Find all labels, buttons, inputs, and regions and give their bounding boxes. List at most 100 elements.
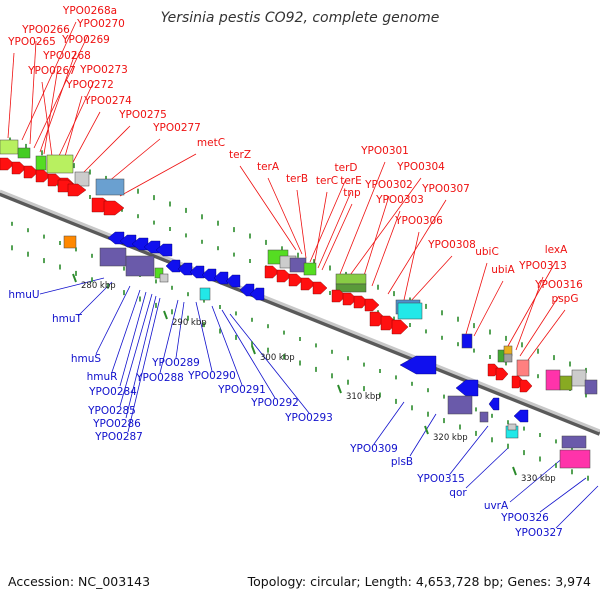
reverse-gene-label-leader [229,313,310,414]
reverse-gene-arrow [399,355,437,375]
forward-gene-label-leader [43,66,59,155]
scale-label: 300 kbp [260,353,295,363]
forward-gene-label: YPO0274 [83,95,132,107]
reverse-gene-label: YPO0284 [88,386,137,398]
gene-feature [516,359,530,377]
gene-feature [559,375,573,391]
forward-gene-label-leader [57,80,95,159]
reverse-gene-label: plsB [391,456,413,468]
forward-gene-label-leader [107,138,161,183]
reverse-gene-label: YPO0292 [250,397,299,409]
forward-gene-label-leader [361,195,390,283]
reverse-gene-label: hmuU [8,289,39,301]
reverse-gene-label: YPO0290 [187,370,236,382]
forward-gene-arrow [23,165,39,179]
reverse-gene-label-leader [95,285,131,355]
reverse-gene-label-leader [175,301,185,359]
reverse-gene-label-leader [119,293,153,407]
gene-feature [545,369,561,391]
scale-tick [72,273,77,283]
reverse-gene-label-leader [39,277,105,295]
forward-gene-label-leader [7,52,15,139]
forward-gene-label: ubiC [475,246,499,258]
scale-label: 320 kbp [433,433,468,443]
forward-gene-label: YPO0316 [534,279,583,291]
reverse-gene-label: YPO0315 [416,473,465,485]
reverse-gene-label: YPO0286 [92,418,141,430]
gene-feature [99,247,127,267]
gene-feature [447,395,473,415]
gene-feature [561,435,587,449]
forward-gene-label-leader [313,191,328,267]
reverse-gene-label: YPO0287 [94,431,143,443]
reverse-gene-arrow [513,409,529,423]
reverse-gene-label: hmuS [71,353,102,365]
forward-gene-label-leader [41,81,53,157]
reverse-gene-arrow [455,379,479,397]
forward-gene-label-leader [465,262,488,335]
reverse-gene-label-leader [539,477,587,513]
reverse-gene-label-leader [373,401,405,445]
reverse-gene-arrow [225,274,241,288]
reverse-gene-arrow [488,397,500,411]
reverse-gene-label-leader [119,291,147,387]
reverse-gene-arrow [155,243,173,257]
scale-label: 330 kbp [521,474,556,484]
forward-gene-arrow [0,157,15,171]
gene-feature [199,287,211,301]
forward-gene-arrow [11,161,27,175]
reverse-gene-label: YPO0291 [217,384,266,396]
forward-gene-label: YPO0302 [364,179,413,191]
gene-feature [159,273,169,283]
reverse-gene-label-leader [195,301,213,372]
gene-feature [479,411,489,423]
backbone-shadow [0,190,600,436]
reverse-gene-label: YPO0293 [284,412,333,424]
reverse-gene-label-leader [409,413,437,457]
forward-gene-label: YPO0270 [76,18,125,30]
gene-feature [125,255,155,277]
scale-label: 290 kbp [172,318,207,328]
forward-gene-label-leader [119,153,197,197]
gene-feature [17,147,31,159]
gene-feature [289,257,307,273]
forward-gene-label-leader [29,40,37,145]
forward-gene-label: terD [335,162,358,174]
gene-feature [584,379,598,395]
forward-gene-label-leader [309,178,347,263]
gene-feature [335,283,367,293]
gene-feature [503,353,513,363]
forward-gene-arrow [300,277,316,291]
forward-gene-label-leader [371,210,401,287]
forward-gene-arrow [35,169,51,183]
accession-text: Accession: NC_003143 [8,574,151,589]
gene-feature [154,267,164,279]
forward-gene-arrow [495,367,509,381]
forward-gene-label: YPO0308 [427,239,476,251]
reverse-gene-arrow [249,287,265,301]
reverse-gene-label-leader [465,447,509,489]
forward-gene-arrow [312,281,328,295]
forward-gene-label-leader [519,295,560,357]
forward-gene-label: YPO0301 [360,145,409,157]
forward-gene-label-leader [515,276,544,351]
forward-gene-label-leader [267,177,303,255]
forward-gene-label-leader [409,255,453,303]
scale-label: 280 kbp [81,281,116,291]
forward-gene-label: terB [286,173,308,185]
forward-gene-arrow [519,379,533,393]
forward-gene-label: YPO0266 [21,24,70,36]
forward-gene-label: terA [257,161,280,173]
forward-gene-label-leader [473,280,504,337]
gene-feature [74,171,90,187]
reverse-gene-label: YPO0285 [87,405,136,417]
reverse-gene-label-leader [211,305,243,386]
forward-gene-label: pspG [552,293,579,305]
forward-gene-label-leader [347,177,422,279]
scale-tick [251,345,256,355]
forward-gene-arrow [391,319,409,335]
forward-gene-label: terZ [229,149,251,161]
forward-gene-label-leader [63,95,83,161]
reverse-gene-label-leader [127,297,161,433]
